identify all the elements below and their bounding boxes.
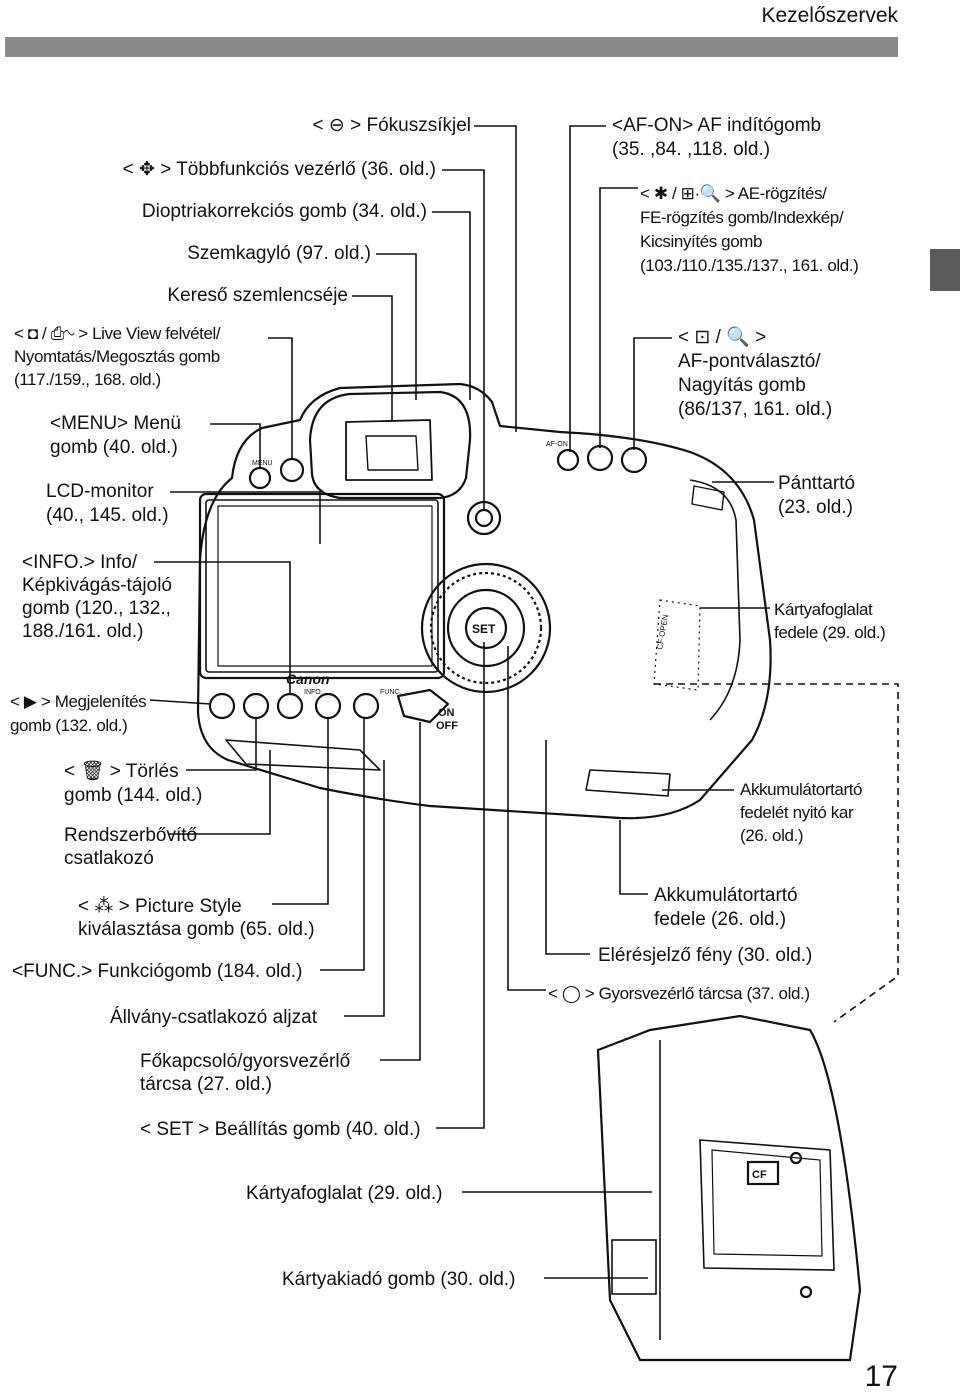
label-battery-lever-line1: Akkumulátortartó bbox=[740, 780, 863, 799]
info-button-label: INFO. bbox=[304, 689, 323, 696]
label-menu-line1: <MENU> Menü bbox=[50, 413, 181, 434]
power-on-label: ON bbox=[438, 707, 455, 719]
label-eyecup: Szemkagyló (97. old.) bbox=[187, 243, 371, 264]
label-menu-line2: gomb (40. old.) bbox=[50, 437, 178, 458]
label-strap-mount-line2: (23. old.) bbox=[778, 497, 853, 518]
label-af-point-line2: AF-pontválasztó/ bbox=[678, 351, 821, 372]
label-info-line4: 188./161. old.) bbox=[22, 621, 144, 642]
label-power-switch-line2: tárcsa (27. old.) bbox=[140, 1074, 272, 1095]
label-card-cover-line2: fedele (29. old.) bbox=[774, 623, 886, 642]
label-lcd-line2: (40., 145. old.) bbox=[46, 505, 169, 526]
label-liveview-line3: (117./159., 168. old.) bbox=[14, 370, 161, 389]
page-header-title: Kezelőszervek bbox=[761, 4, 898, 27]
label-func-button: <FUNC.> Funkciógomb (184. old.) bbox=[12, 961, 303, 982]
label-system-ext-line1: Rendszerbővítő bbox=[64, 825, 198, 846]
label-af-point-line4: (86/137, 161. old.) bbox=[678, 399, 833, 420]
label-afon-line1: <AF-ON> AF indítógomb bbox=[612, 115, 822, 136]
label-af-point-line1: < ⊡ / 🔍 > bbox=[678, 327, 767, 348]
label-ae-lock-line2: FE-rögzítés gomb/Indexkép/ bbox=[640, 208, 844, 227]
label-erase-line1: < 🗑 > Törlés bbox=[64, 761, 179, 782]
cf-inset-label: CF bbox=[752, 1169, 767, 1181]
label-set-button: < SET > Beállítás gomb (40. old.) bbox=[140, 1119, 421, 1140]
label-info-line3: gomb (120., 132., bbox=[22, 598, 171, 619]
label-battery-lever-line3: (26. old.) bbox=[740, 826, 804, 845]
set-button-label: SET bbox=[472, 622, 496, 636]
label-access-lamp: Elérésjelző fény (30. old.) bbox=[598, 945, 813, 966]
menu-button-label: MENU bbox=[252, 460, 273, 467]
label-ae-lock-line3: Kicsinyítés gomb bbox=[640, 232, 763, 251]
label-card-eject-button: Kártyakiadó gomb (30. old.) bbox=[282, 1269, 516, 1290]
label-erase-line2: gomb (144. old.) bbox=[64, 785, 203, 806]
label-focal-plane-mark: < ⊖ > Fókuszsíkjel bbox=[312, 115, 471, 136]
label-playback-line1: < ▶ > Megjelenítés bbox=[10, 692, 147, 711]
label-info-line2: Képkivágás-tájoló bbox=[22, 575, 172, 596]
brand-logo: Canon bbox=[286, 671, 330, 687]
label-ae-lock-line1: < ✱ / ⊞·🔍 > AE-rögzítés/ bbox=[640, 184, 827, 203]
cf-open-label: CF OPEN bbox=[655, 614, 670, 651]
label-system-ext-line2: csatlakozó bbox=[64, 848, 154, 869]
label-af-point-line3: Nagyítás gomb bbox=[678, 375, 806, 396]
chapter-tab bbox=[930, 249, 960, 291]
label-card-cover-line1: Kártyafoglalat bbox=[774, 600, 873, 619]
label-viewfinder-eyepiece: Kereső szemlencséje bbox=[167, 285, 348, 306]
label-picture-style-line1: < ⁂ > Picture Style bbox=[78, 896, 242, 917]
label-battery-cover-line2: fedele (26. old.) bbox=[654, 909, 787, 930]
label-multi-controller: < ✥ > Többfunkciós vezérlő (36. old.) bbox=[122, 159, 436, 180]
label-power-switch-line1: Főkapcsoló/gyorsvezérlő bbox=[140, 1051, 351, 1072]
label-liveview-line1: < ◘ / ⎙∿ > Live View felvétel/ bbox=[14, 324, 221, 343]
label-dioptric-knob: Dioptriakorrekciós gomb (34. old.) bbox=[141, 201, 427, 222]
label-quick-control-dial: < ◯ > Gyorsvezérlő tárcsa (37. old.) bbox=[548, 984, 810, 1003]
label-picture-style-line2: kiválasztása gomb (65. old.) bbox=[78, 919, 315, 940]
label-afon-line2: (35. ,84. ,118. old.) bbox=[612, 139, 771, 160]
label-info-line1: <INFO.> Info/ bbox=[22, 552, 138, 573]
label-strap-mount-line1: Pánttartó bbox=[778, 473, 856, 494]
label-tripod-socket: Állvány-csatlakozó aljzat bbox=[110, 1007, 317, 1028]
afon-button-label: AF-ON bbox=[546, 441, 568, 448]
label-battery-lever-line2: fedelét nyitó kar bbox=[740, 803, 854, 822]
label-battery-cover-line1: Akkumulátortartó bbox=[654, 885, 798, 906]
label-lcd-line1: LCD-monitor bbox=[46, 481, 154, 502]
label-playback-line2: gomb (132. old.) bbox=[10, 716, 128, 735]
label-card-slot: Kártyafoglalat (29. old.) bbox=[246, 1183, 443, 1204]
func-button-label: FUNC. bbox=[380, 689, 401, 696]
header-bar bbox=[5, 37, 898, 57]
page-number: 17 bbox=[864, 1360, 898, 1393]
label-liveview-line2: Nyomtatás/Megosztás gomb bbox=[14, 347, 220, 366]
label-ae-lock-line4: (103./110./135./137., 161. old.) bbox=[640, 256, 859, 275]
power-off-label: OFF bbox=[436, 720, 458, 732]
